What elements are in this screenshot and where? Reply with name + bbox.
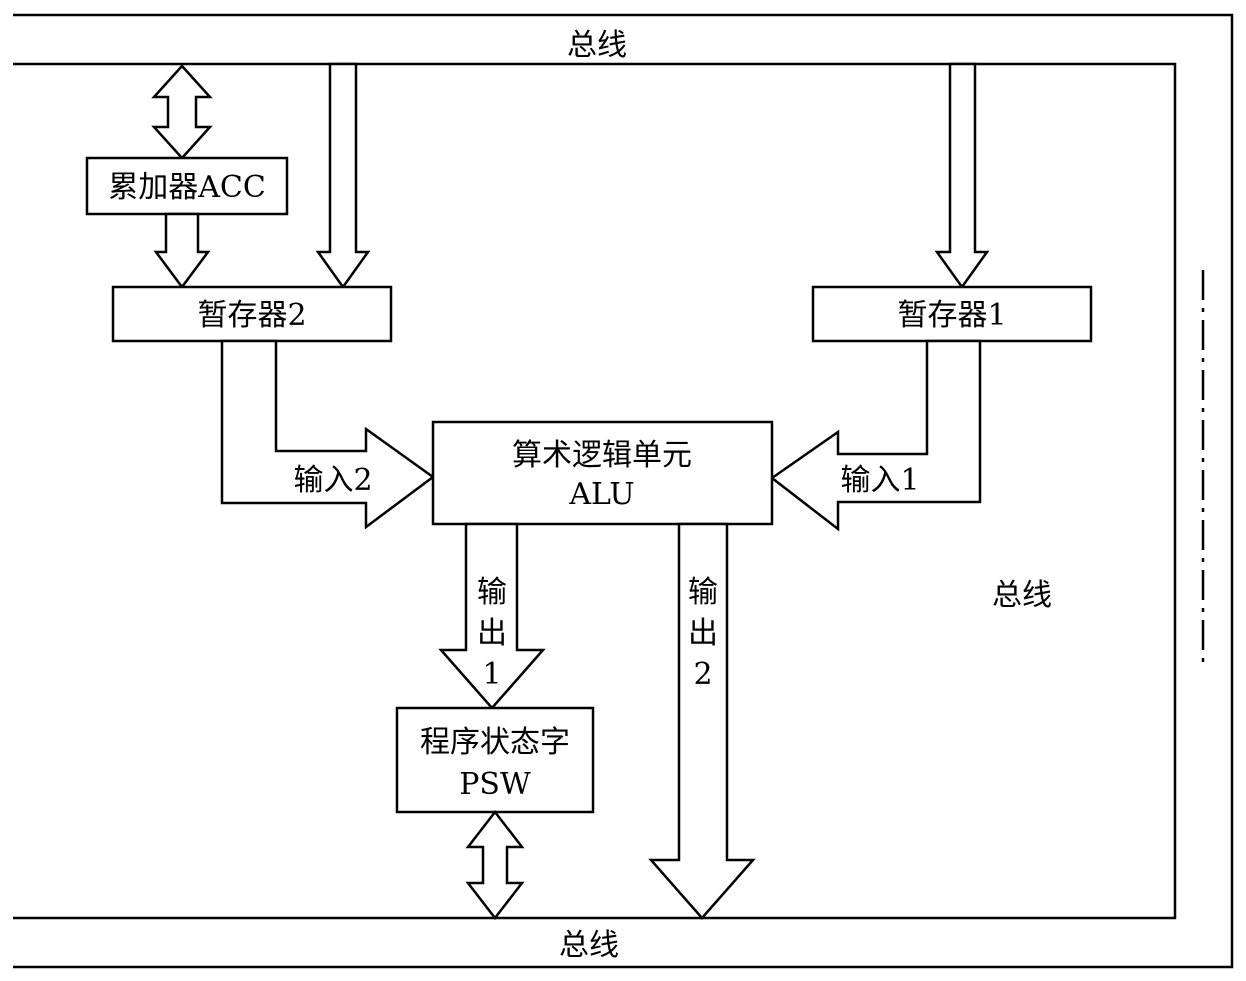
input-2-arrow (220, 339, 436, 530)
output-1-arrow (438, 522, 546, 710)
output-1-label-char2: 出 (477, 616, 507, 651)
input-2-label: 输入2 (293, 463, 372, 498)
bus-label-top: 总线 (567, 28, 627, 63)
accumulator-label: 累加器ACC (108, 170, 266, 205)
psw-label-chinese: 程序状态字 (420, 725, 570, 760)
bus-to-temp2-arrow (315, 62, 371, 290)
psw-label-english: PSW (459, 767, 531, 802)
temp-register-2-label: 暂存器2 (197, 298, 306, 333)
alu-box (431, 420, 774, 526)
inner-bus-frame (13, 62, 1177, 920)
outer-bus-frame (13, 13, 1234, 969)
psw-box (395, 706, 595, 814)
input-1-arrow (769, 339, 982, 532)
output-1-label-char3: 1 (482, 657, 501, 692)
output-2-label-char1: 输 (688, 575, 718, 610)
output-2-label-char3: 2 (693, 657, 712, 692)
input-1-label: 输入1 (840, 463, 919, 498)
bus-label-bottom: 总线 (559, 928, 619, 963)
bus-to-temp1-arrow (934, 62, 990, 290)
temp-register-1-label: 暂存器1 (897, 298, 1006, 333)
bus-label-right: 总线 (992, 578, 1052, 613)
temp-register-1-box (811, 285, 1093, 343)
output-2-arrow (648, 522, 756, 920)
output-1-label-char1: 输 (477, 575, 507, 610)
acc-bus-double-arrow (151, 64, 213, 160)
psw-bus-double-arrow (465, 809, 525, 921)
output-2-label-char2: 出 (688, 616, 718, 651)
accumulator-box (85, 156, 289, 216)
acc-to-temp2-arrow (153, 212, 211, 290)
alu-label-english: ALU (568, 477, 634, 512)
alu-label-chinese: 算术逻辑单元 (512, 438, 692, 473)
